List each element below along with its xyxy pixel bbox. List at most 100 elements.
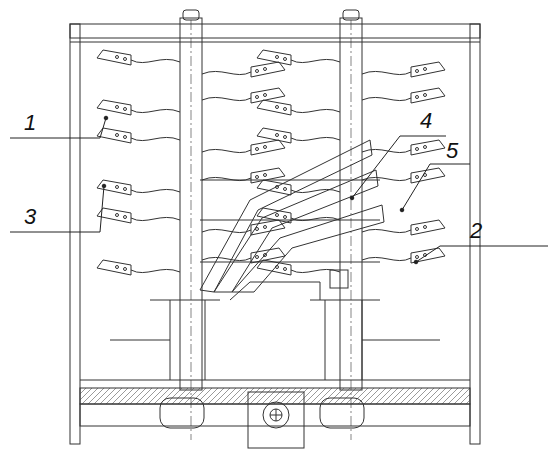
knife-blade <box>97 100 131 115</box>
leader-line <box>100 118 106 138</box>
callout-number: 2 <box>470 220 482 242</box>
knife-blade <box>257 50 291 65</box>
bolt <box>416 256 419 259</box>
leader-dot <box>104 116 108 120</box>
bolt <box>256 96 259 99</box>
knife-blade <box>97 260 131 275</box>
leader-line <box>416 246 440 262</box>
bolt <box>276 56 279 59</box>
bolt <box>124 136 127 139</box>
knife-arm <box>131 59 180 62</box>
bolt <box>256 228 259 231</box>
bolt <box>424 68 427 71</box>
bolt <box>276 186 279 189</box>
knife-arm <box>291 109 340 112</box>
callout-number: 1 <box>24 112 36 134</box>
bolt <box>284 58 287 61</box>
bolt <box>416 176 419 179</box>
knife-blade <box>257 208 291 223</box>
knife-blade <box>257 100 291 115</box>
bolt <box>116 56 119 59</box>
bolt <box>124 216 127 219</box>
knife-blade <box>411 140 445 155</box>
knife-blade <box>411 168 445 183</box>
knife-arm <box>362 71 411 74</box>
bolt <box>256 176 259 179</box>
callout-shelf <box>430 164 470 165</box>
bolt <box>424 226 427 229</box>
knife-blade <box>257 260 291 275</box>
leader-dot <box>400 208 404 212</box>
bolt <box>116 186 119 189</box>
bolt <box>116 266 119 269</box>
bolt <box>424 94 427 97</box>
leader-line <box>402 164 430 210</box>
knife-arm <box>202 257 251 260</box>
bolt <box>276 106 279 109</box>
knife-arm <box>131 189 180 192</box>
bolt <box>276 266 279 269</box>
callout-shelf <box>400 136 446 137</box>
knife-arm <box>202 71 251 74</box>
callout-number: 5 <box>446 140 458 162</box>
knife-arm <box>131 217 180 220</box>
bolt <box>256 148 259 151</box>
bolt <box>276 214 279 217</box>
bolt <box>264 68 267 71</box>
knife-arm <box>202 177 251 180</box>
bolt <box>264 146 267 149</box>
bolt <box>416 148 419 151</box>
bolt <box>116 214 119 217</box>
bolt <box>276 134 279 137</box>
bolt <box>124 58 127 61</box>
bolt <box>256 70 259 73</box>
bolt <box>124 108 127 111</box>
callout-shelf <box>440 246 548 247</box>
knife-blade <box>411 62 445 77</box>
bolt <box>284 216 287 219</box>
leader-dot <box>350 196 354 200</box>
knife-arm <box>362 97 411 100</box>
knife-blade <box>257 128 291 143</box>
bolt <box>116 106 119 109</box>
knife-arm <box>362 149 411 152</box>
bolt <box>256 256 259 259</box>
bolt <box>124 268 127 271</box>
leader-dot <box>414 260 418 264</box>
knife-arm <box>131 109 180 112</box>
bolt <box>116 134 119 137</box>
leader-dot <box>102 184 106 188</box>
bolt <box>284 108 287 111</box>
leader-line <box>352 136 400 198</box>
bolt <box>124 188 127 191</box>
knife-blade <box>97 180 131 195</box>
knife-arm <box>291 269 340 272</box>
bolt <box>284 268 287 271</box>
bolt <box>284 136 287 139</box>
knife-arm <box>291 137 340 140</box>
knife-blade <box>251 140 285 155</box>
callout-shelf <box>10 232 100 233</box>
callout-number: 4 <box>420 110 432 132</box>
knife-blade <box>251 62 285 77</box>
bolt <box>424 146 427 149</box>
knife-arm <box>362 257 411 260</box>
bolt <box>264 174 267 177</box>
knife-arm <box>202 229 251 232</box>
bolt <box>264 226 267 229</box>
knife-arm <box>291 217 340 220</box>
callout-number: 3 <box>24 206 36 228</box>
bolt <box>416 228 419 231</box>
knife-blade <box>411 220 445 235</box>
knife-blade <box>97 50 131 65</box>
knife-blade <box>257 180 291 195</box>
bolt <box>264 254 267 257</box>
knife-arm <box>362 229 411 232</box>
bolt <box>416 96 419 99</box>
knife-arm <box>291 189 340 192</box>
knife-blade <box>251 220 285 235</box>
bolt <box>284 188 287 191</box>
callout-shelf <box>10 138 100 139</box>
knife-arm <box>202 149 251 152</box>
